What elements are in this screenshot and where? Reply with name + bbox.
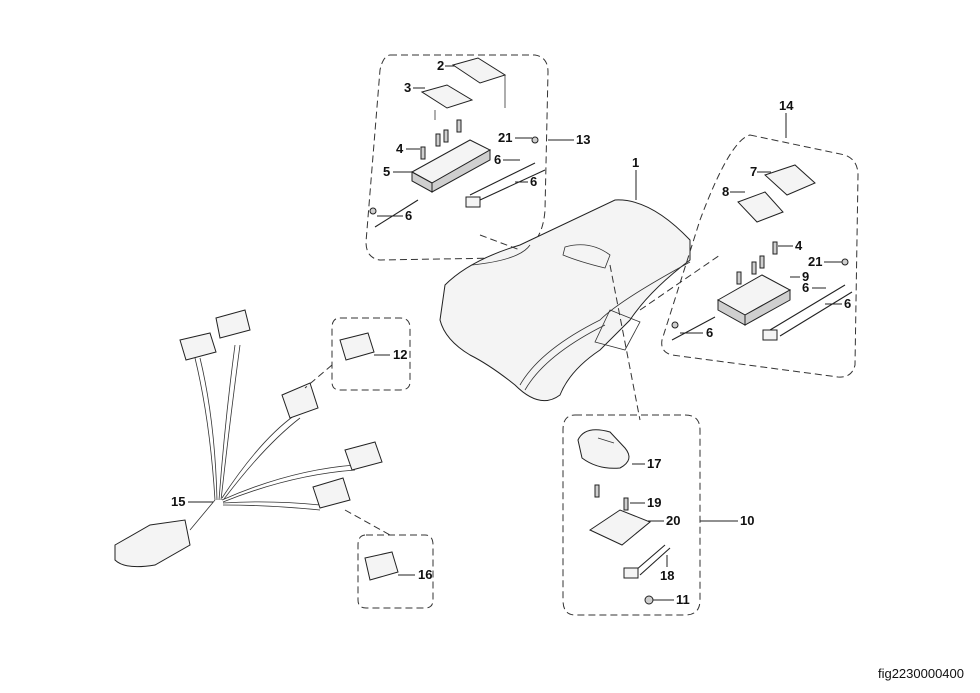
stud-part-4 <box>772 241 778 255</box>
bracket-part-20 <box>588 509 651 546</box>
label-19: 19 <box>647 495 661 510</box>
clip-part <box>465 196 481 208</box>
callout-labels: 1 2 3 4 5 6 6 6 21 13 14 7 8 4 9 21 6 6 … <box>171 58 851 607</box>
label-17: 17 <box>647 456 661 471</box>
micro-switch-part-12-detail <box>304 317 411 391</box>
label-15: 15 <box>171 494 185 509</box>
label-6b: 6 <box>494 152 501 167</box>
label-4a: 4 <box>396 141 404 156</box>
group-14-switch-box-assembly <box>661 113 859 378</box>
wiring-harness-part-15 <box>114 309 383 568</box>
group-10-joystick-assembly <box>562 414 738 616</box>
rod-part-18 <box>639 547 671 576</box>
rod-part-6 <box>671 316 716 341</box>
label-13: 13 <box>576 132 590 147</box>
bolt-part <box>594 484 600 498</box>
figure-id: fig2230000400 <box>877 666 964 681</box>
connector-plug <box>114 519 191 568</box>
cover-part-7 <box>764 164 816 196</box>
label-21b: 21 <box>808 254 822 269</box>
label-6e: 6 <box>844 296 851 311</box>
label-5: 5 <box>383 164 390 179</box>
label-12: 12 <box>393 347 407 362</box>
micro-switch <box>281 382 319 419</box>
nut-part-11 <box>644 595 654 605</box>
label-10: 10 <box>740 513 754 528</box>
label-14: 14 <box>779 98 794 113</box>
label-2: 2 <box>437 58 444 73</box>
group-13-switch-box-assembly <box>365 54 574 261</box>
rod-part-6 <box>374 199 419 228</box>
bolt-part-19 <box>623 497 629 511</box>
screw-part-21 <box>369 207 377 215</box>
label-6d: 6 <box>802 280 809 295</box>
label-9: 9 <box>802 269 809 284</box>
label-6f: 6 <box>706 325 713 340</box>
cover-part-3 <box>420 84 474 109</box>
label-18: 18 <box>660 568 674 583</box>
micro-switch <box>215 309 251 339</box>
label-20: 20 <box>666 513 680 528</box>
cover-part-2 <box>451 57 507 84</box>
label-7: 7 <box>750 164 757 179</box>
label-4b: 4 <box>795 238 803 253</box>
label-3: 3 <box>404 80 411 95</box>
label-8: 8 <box>722 184 729 199</box>
label-21a: 21 <box>498 130 512 145</box>
label-6c: 6 <box>530 174 537 189</box>
label-6a: 6 <box>405 208 412 223</box>
micro-switch <box>344 441 383 471</box>
cover-part-8 <box>737 191 784 223</box>
console-cover-part-1 <box>439 170 691 402</box>
label-1: 1 <box>632 155 639 170</box>
stud-part-4 <box>420 146 426 160</box>
micro-switch <box>179 332 217 361</box>
label-16: 16 <box>418 567 432 582</box>
micro-switch-part-16-detail <box>344 509 434 609</box>
knob-part-17 <box>577 429 630 469</box>
micro-switch <box>312 477 351 509</box>
label-11: 11 <box>676 592 690 607</box>
